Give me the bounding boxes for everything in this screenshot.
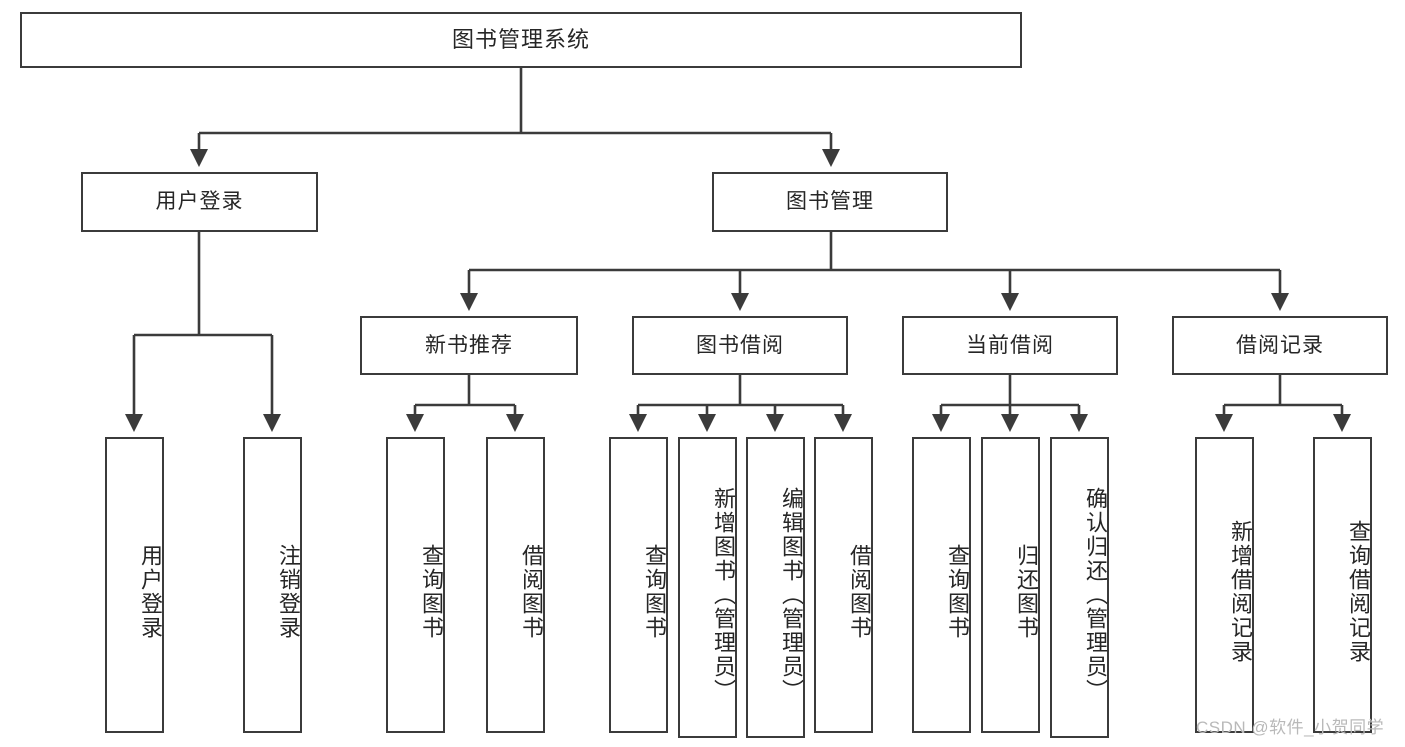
leaf-book-borrow-2-label: 编辑图书（管理员） xyxy=(779,486,804,703)
node-new-book-recommend-label: 新书推荐 xyxy=(425,333,513,357)
leaf-borrow-record-0[interactable]: 新增借阅记录 xyxy=(1195,437,1254,733)
leaf-current-borrow-1[interactable]: 归还图书 xyxy=(981,437,1040,733)
leaf-book-borrow-3-label: 借阅图书 xyxy=(847,544,872,640)
node-book-borrow[interactable]: 图书借阅 xyxy=(632,316,848,375)
node-root-system-label: 图书管理系统 xyxy=(451,26,590,52)
leaf-book-borrow-1-label: 新增图书（管理员） xyxy=(711,486,736,703)
node-root-system[interactable]: 图书管理系统 xyxy=(20,12,1022,68)
leaf-borrow-record-0-label: 新增借阅记录 xyxy=(1228,520,1253,664)
leaf-user-login-0-label: 用户登录 xyxy=(138,544,163,640)
leaf-book-borrow-1[interactable]: 新增图书（管理员） xyxy=(678,437,737,738)
node-book-manage-label: 图书管理 xyxy=(786,190,874,214)
node-current-borrow[interactable]: 当前借阅 xyxy=(902,316,1118,375)
leaf-borrow-record-1[interactable]: 查询借阅记录 xyxy=(1313,437,1372,733)
leaf-user-login-0[interactable]: 用户登录 xyxy=(105,437,164,733)
leaf-new-book-recommend-1-label: 借阅图书 xyxy=(519,544,544,640)
leaf-current-borrow-0[interactable]: 查询图书 xyxy=(912,437,971,733)
leaf-current-borrow-2[interactable]: 确认归还（管理员） xyxy=(1050,437,1109,738)
node-user-login-label: 用户登录 xyxy=(155,190,244,214)
node-user-login[interactable]: 用户登录 xyxy=(81,172,318,232)
node-book-manage[interactable]: 图书管理 xyxy=(712,172,948,232)
leaf-book-borrow-0[interactable]: 查询图书 xyxy=(609,437,668,733)
node-borrow-record-label: 借阅记录 xyxy=(1236,333,1324,357)
leaf-book-borrow-2[interactable]: 编辑图书（管理员） xyxy=(746,437,805,738)
node-current-borrow-label: 当前借阅 xyxy=(966,333,1054,357)
leaf-new-book-recommend-0[interactable]: 查询图书 xyxy=(386,437,445,733)
leaf-user-login-1-label: 注销登录 xyxy=(276,544,301,640)
leaf-current-borrow-1-label: 归还图书 xyxy=(1014,544,1039,640)
leaf-book-borrow-0-label: 查询图书 xyxy=(642,544,667,640)
leaf-current-borrow-2-label: 确认归还（管理员） xyxy=(1083,486,1108,703)
leaf-user-login-1[interactable]: 注销登录 xyxy=(243,437,302,733)
csdn-watermark: CSDN @软件_小贺同学 xyxy=(1196,718,1385,737)
node-borrow-record[interactable]: 借阅记录 xyxy=(1172,316,1388,375)
node-book-borrow-label: 图书借阅 xyxy=(696,333,784,357)
leaf-book-borrow-3[interactable]: 借阅图书 xyxy=(814,437,873,733)
leaf-new-book-recommend-1[interactable]: 借阅图书 xyxy=(486,437,545,733)
leaf-current-borrow-0-label: 查询图书 xyxy=(945,544,970,640)
leaf-new-book-recommend-0-label: 查询图书 xyxy=(419,544,444,640)
node-new-book-recommend[interactable]: 新书推荐 xyxy=(360,316,578,375)
leaf-borrow-record-1-label: 查询借阅记录 xyxy=(1346,520,1371,664)
